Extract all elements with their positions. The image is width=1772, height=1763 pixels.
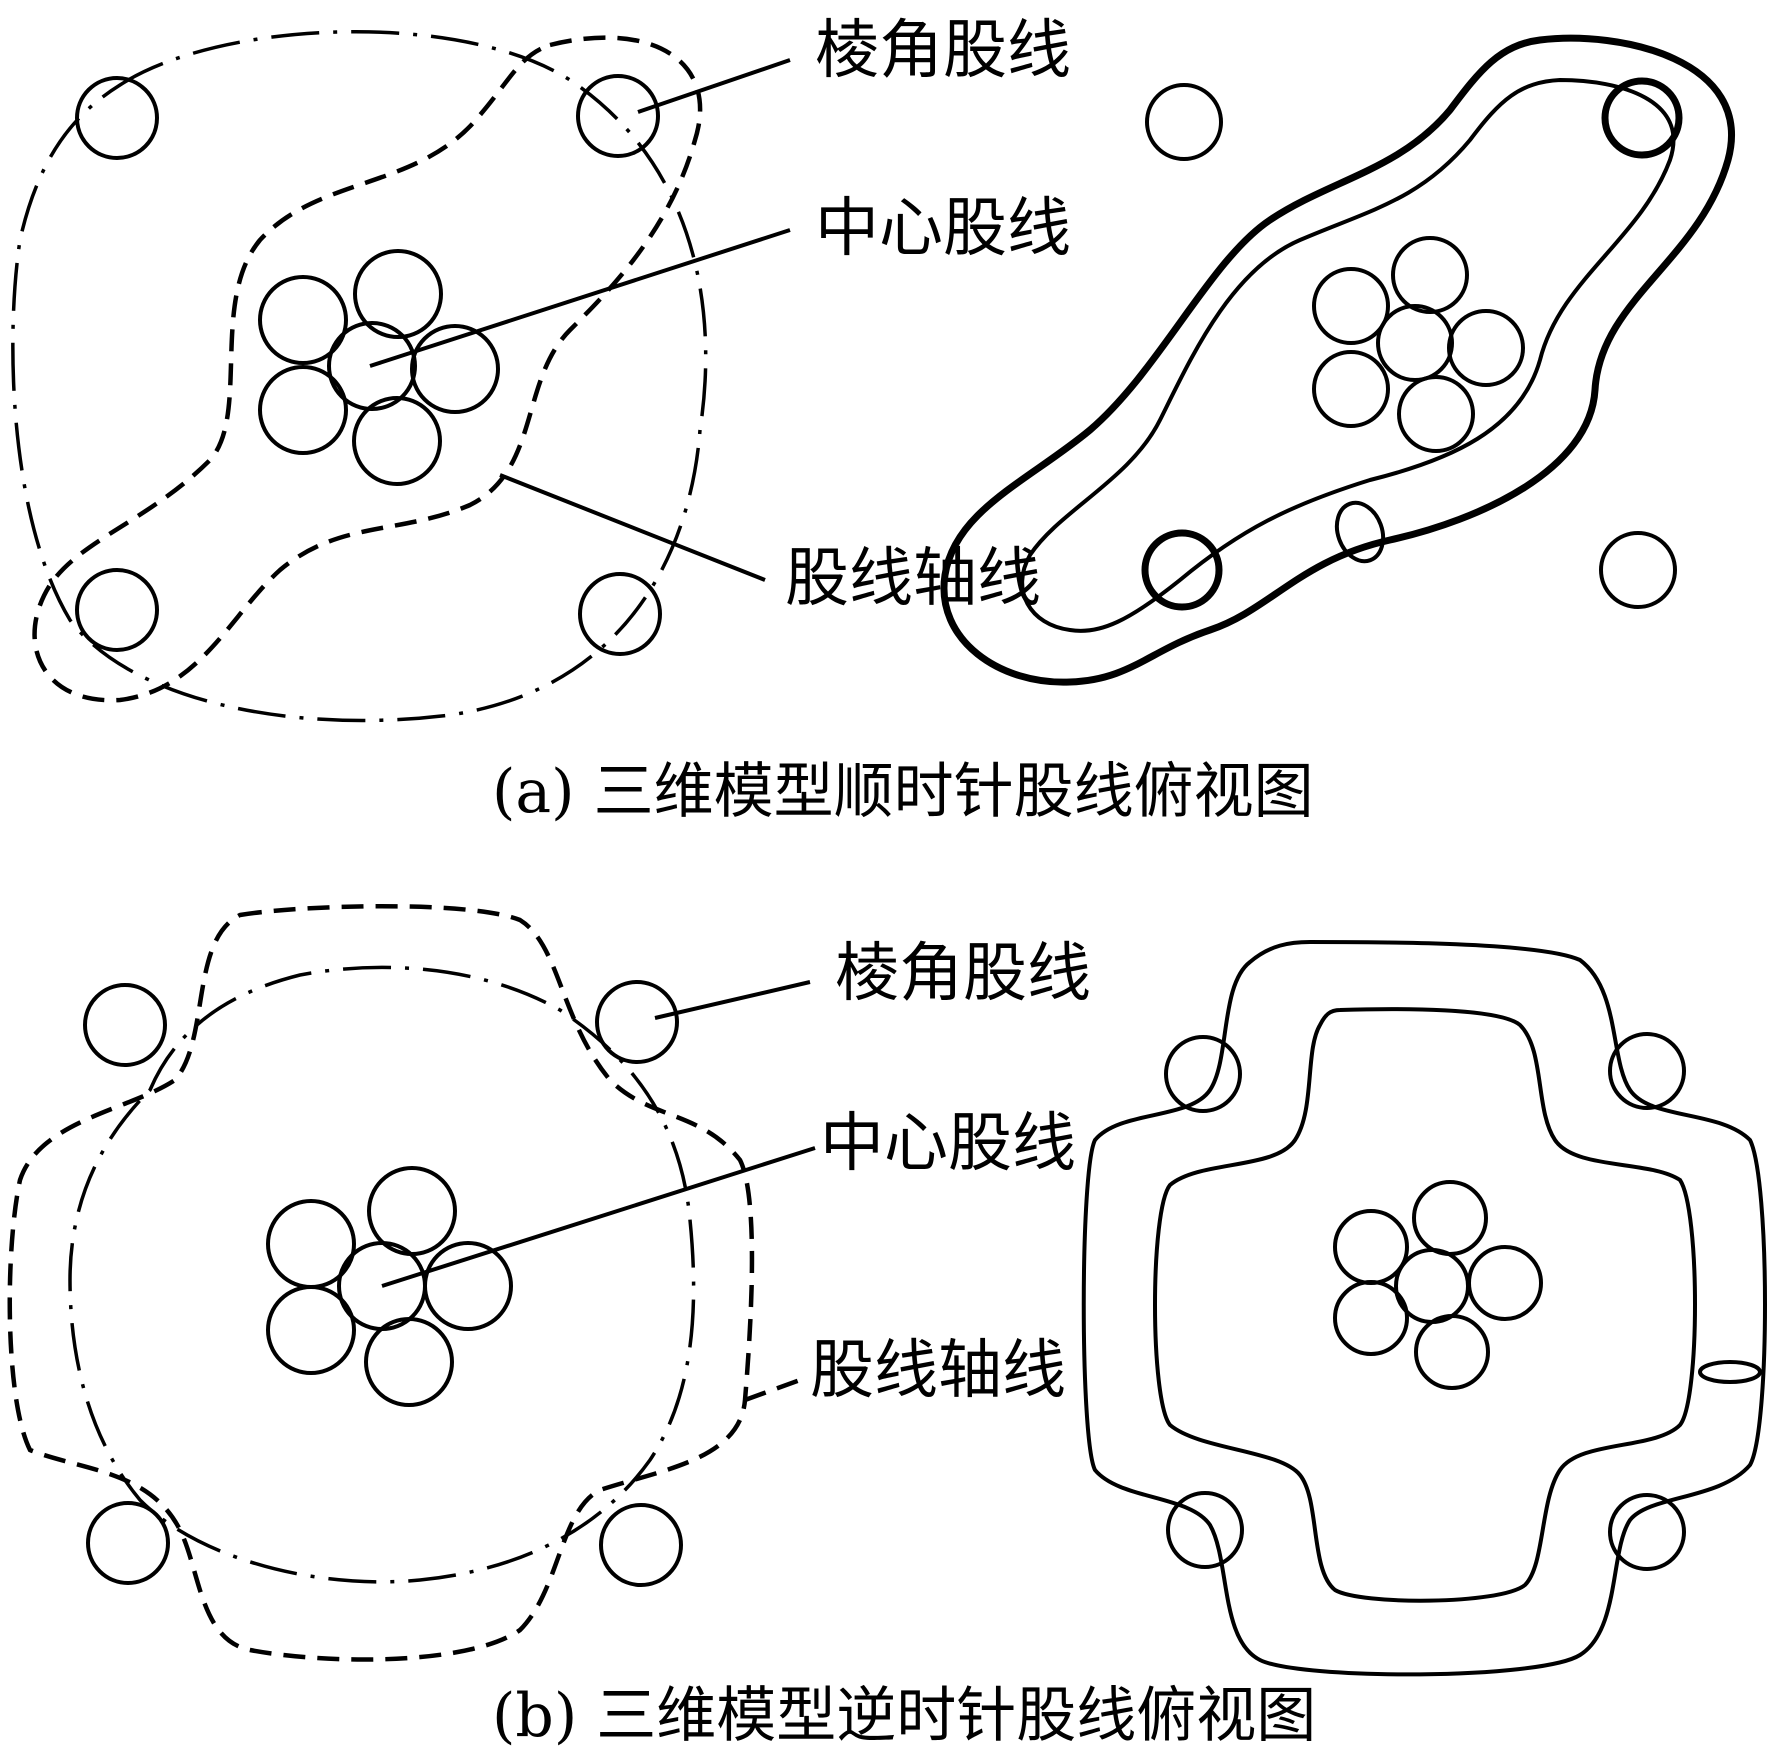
outer-wire — [1312, 350, 1390, 428]
leader-line-axis — [744, 1377, 801, 1403]
leader-line-corner — [654, 980, 811, 1020]
outer-wire — [423, 1241, 513, 1331]
outer-wire — [1391, 236, 1469, 314]
corner-strand-bl — [86, 1501, 170, 1585]
corner-strand-br-3d — [1599, 531, 1677, 609]
outer-wire — [1333, 1209, 1409, 1285]
outer-wire — [1312, 267, 1390, 345]
center-strand-wire — [327, 321, 417, 411]
strand-path-dashed — [32, 35, 703, 703]
label-corner-strand: 棱角股线 — [815, 14, 1071, 88]
center-strand-wire — [1376, 304, 1454, 382]
corner-strand-tl — [83, 983, 167, 1067]
outer-wire — [266, 1199, 356, 1289]
panel-a-right-diagram — [940, 34, 1735, 686]
panel-b-right-diagram — [1081, 939, 1767, 1677]
corner-strand-br — [578, 572, 662, 656]
outer-wire — [364, 1317, 454, 1407]
leader-line-corner — [637, 58, 791, 114]
outer-wire — [353, 249, 443, 339]
caption-b: (b) 三维模型逆时针股线俯视图 — [492, 1681, 1316, 1751]
tube-cross-section — [1334, 500, 1386, 564]
center-strand-bundle-3d — [1312, 236, 1525, 453]
label-center-strand: 中心股线 — [815, 192, 1071, 266]
corner-strand-bl-3d — [1141, 529, 1223, 611]
label-center-strand: 中心股线 — [820, 1107, 1076, 1181]
panel-a-left-diagram: 棱角股线 中心股线 股线轴线 — [11, 14, 1071, 723]
strand-axis-dashdot-outline — [68, 965, 696, 1584]
tube-cross-section — [1698, 1360, 1762, 1384]
center-strand-bundle-3d — [1333, 1180, 1543, 1390]
outer-wire — [1397, 375, 1475, 453]
corner-strand-tr-3d — [1601, 77, 1683, 159]
outer-wire — [258, 275, 348, 365]
panel-a: 棱角股线 中心股线 股线轴线 (a) 三维模型顺时针股线俯视图 — [11, 14, 1735, 827]
outer-wire — [367, 1166, 457, 1256]
panel-b-left-diagram: 棱角股线 中心股线 股线轴线 — [7, 904, 1091, 1662]
outer-wire — [258, 365, 348, 455]
outer-wire — [1467, 1245, 1543, 1321]
corner-strand-bl — [75, 568, 159, 652]
caption-a: (a) 三维模型顺时针股线俯视图 — [492, 757, 1314, 827]
corner-strand-tl — [75, 76, 159, 160]
strand-tube-outer — [940, 34, 1735, 686]
corner-strand-bl-3d — [1166, 1491, 1244, 1569]
outer-wire — [266, 1285, 356, 1375]
outer-wire — [352, 396, 442, 486]
corner-strand-tr — [576, 74, 660, 158]
leader-line-center — [369, 228, 791, 368]
leader-line-center — [381, 1146, 816, 1288]
panel-b: 棱角股线 中心股线 股线轴线 (b) 三维模型逆时针股线俯视图 — [7, 904, 1767, 1751]
outer-wire — [1412, 1180, 1488, 1256]
center-strand-bundle — [266, 1166, 513, 1407]
corner-strand-tr-3d — [1608, 1032, 1686, 1110]
strand-path-dashed — [7, 904, 755, 1662]
corner-strand-tl-3d — [1164, 1035, 1242, 1113]
corner-strand-br — [599, 1503, 683, 1587]
outer-wire — [410, 324, 500, 414]
outer-wire — [1414, 1314, 1490, 1390]
strand-tube-outer — [1081, 939, 1767, 1677]
outer-wire — [1333, 1280, 1409, 1356]
corner-strand-tr — [595, 980, 679, 1064]
label-strand-axis: 股线轴线 — [785, 542, 1041, 616]
strand-axis-dashdot-outline — [11, 29, 708, 723]
center-strand-bundle — [258, 249, 500, 486]
corner-strand-tl-3d — [1145, 83, 1223, 161]
leader-line-axis — [499, 473, 766, 582]
label-strand-axis: 股线轴线 — [810, 1334, 1066, 1408]
label-corner-strand: 棱角股线 — [835, 937, 1091, 1011]
corner-strand-br-3d — [1608, 1493, 1686, 1571]
strand-tube-inner — [1020, 77, 1676, 633]
outer-wire — [1447, 309, 1525, 387]
strand-tube-inner — [1153, 1007, 1697, 1603]
